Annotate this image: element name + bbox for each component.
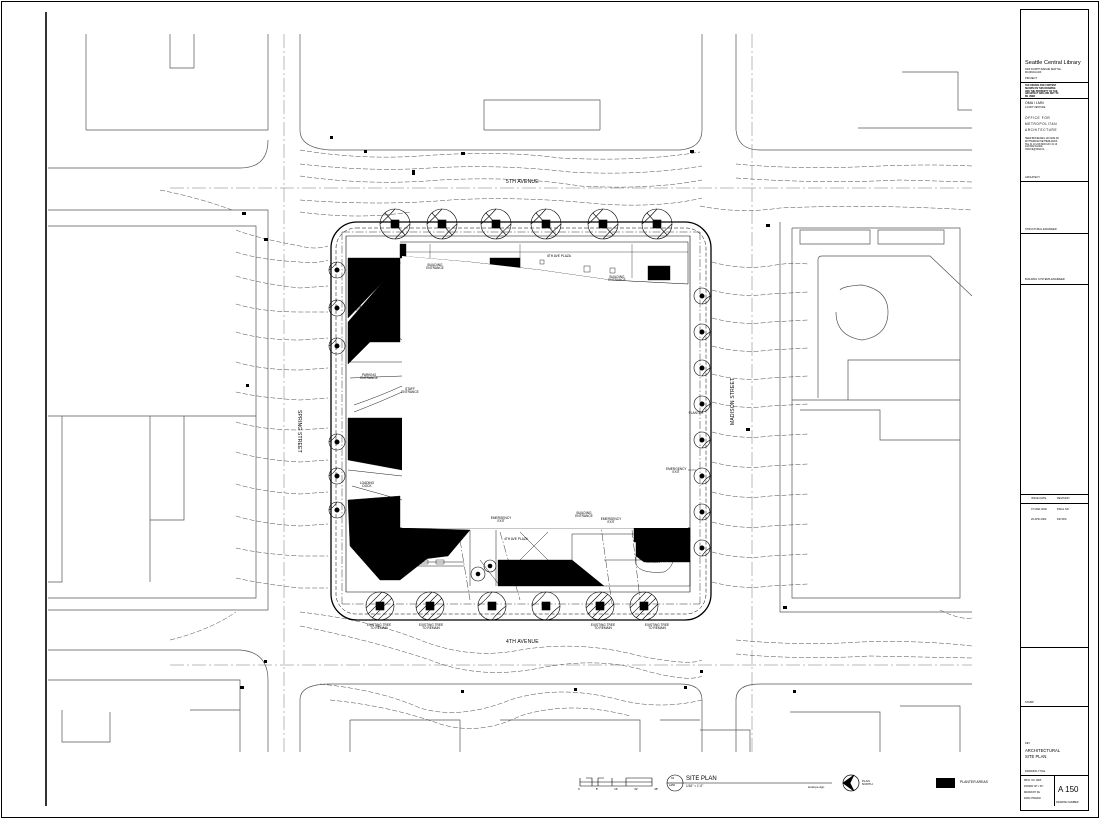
plan-north-label: PLAN NORTH [862,779,873,786]
street-trees [328,208,711,621]
callout-building-entrance-ne: BUILDING ENTRANCE [608,275,626,283]
callout-emergency-exit-east: EMERGENCY EXIT [666,467,687,475]
callout-existing-tree-1: EXISTING TREE TO REMAIN [366,623,392,631]
callout-parking-entrance: PARKING ENTRANCE [360,373,378,381]
firm-line-2: METROPOLITAN [1025,122,1058,126]
scale-tick: 0 [578,787,580,791]
title-block-divider [1021,181,1088,182]
meta-date: DATE 07MAR02 [1024,798,1041,800]
callout-childrens-garden: CHILDREN'S GARDEN [643,557,663,565]
scale-tick: 8' [595,787,598,791]
detail-bubble [666,774,832,792]
callout-loading-dock: LOADING DOCK [359,481,375,489]
title-block-divider [1021,647,1088,648]
firm-line-1: OFFICE FOR [1025,116,1051,120]
callout-emergency-exit-s1: EMERGENCY EXIT [490,516,512,524]
callout-existing-tree-3: EXISTING TREE TO REMAIN [590,623,616,631]
issue-revision: FINAL SD [1057,508,1069,511]
project-address: 1000 FOURTH AVENUE SEATTLE, WA 98104-110… [1025,69,1062,74]
building-footprint-outline [345,235,691,593]
spot-elevation-markers [240,136,796,693]
sheet-number: A 150 [1058,785,1079,794]
street-centerlines [170,34,972,752]
callout-building-entrance-south: BUILDING ENTRANCE [575,511,593,519]
planter-areas-label: PLANTER AREAS [960,780,988,784]
site-boundary-inner [335,227,707,615]
firm-short-name: OMA / LMN [1025,101,1044,105]
callout-emergency-exit-s2: EMERGENCY EXIT [600,517,622,525]
scale-bar [579,777,653,787]
street-label-5th-avenue: 5TH AVENUE [506,179,539,185]
firm-line-3: ARCHITECTURE [1025,128,1058,132]
callout-existing-tree-2: EXISTING TREE TO REMAIN [418,623,444,631]
revision-header: REVISION [1057,497,1070,500]
detail-sheet-ref: A150 [669,784,676,787]
client-notes: THE DESIGN AND CONTENT SHOWN ON THIS DRA… [1025,85,1059,99]
street-label-madison-street: MADISON STREET [730,377,736,425]
firm-subtitle: A JOINT VENTURE [1025,107,1046,109]
scale-tick: 32' [634,787,638,791]
plaza-symbols [419,259,616,565]
file-reference: lonknpe.dgn [808,785,825,789]
project-name: Seattle Central Library [1025,60,1081,66]
meta-drawn-by: DRAWN BY KE [1024,792,1040,794]
callout-reading-terrace: READING TERRACE [354,305,370,313]
architect-label: ARCHITECT [1025,176,1040,179]
drawing-number-label: DRAWING NUMBER [1056,801,1079,804]
scale-tick: 16' [614,787,618,791]
drawing-title-label: DRAWING TITLE [1025,770,1046,773]
stamp-label: STAMP [1025,701,1034,704]
north-arrow [842,774,860,792]
callout-planter: PLANTER [688,411,704,415]
callout-4th-ave-plaza: 4TH AVE PLAZA [504,537,528,541]
meta-project-number: PROJ. NO. 9905 [1024,780,1042,782]
meta-format: FORMAT 48" x 36" [1024,786,1044,788]
issue-revision: DD 50% [1057,518,1067,521]
sheet-number-divider [1054,775,1055,806]
title-block-divider [1021,503,1088,504]
title-block: Seattle Central Library 1000 FOURTH AVEN… [1020,9,1089,811]
project-label: PROJECT [1025,77,1038,80]
drawing-title-line-2: SITE PLAN [1025,754,1047,759]
title-block-divider [1021,494,1088,495]
key-label: KEY [1025,742,1031,745]
site-plan-scale: 1/16" = 1'-0" [686,784,704,788]
planter-legend-swatch [936,778,955,788]
structural-engineer-label: STRUCTURAL ENGINEER [1025,228,1057,231]
street-label-4th-avenue: 4TH AVENUE [506,639,539,645]
site-boundary [330,221,712,621]
issue-date: 26 APR 2002 [1031,518,1047,521]
planter-areas [347,243,691,587]
scale-tick: 48' [654,787,658,791]
title-block-divider [1021,98,1088,99]
site-plan-title: SITE PLAN [686,776,717,782]
title-block-divider [1021,706,1088,707]
drawing-title-line-1: ARCHITECTURAL [1025,748,1061,753]
title-block-divider [1021,82,1088,83]
city-blocks [48,34,973,752]
title-block-divider [1021,233,1088,234]
topo-contours [159,149,973,729]
firm-address: HEER BOKELWEG 149 3032 AD ROTTERDAM NETH… [1025,138,1059,152]
scale-bar-ticks: 0 8' 16' 32' 48' [578,788,658,791]
issue-date-header: ISSUE DATE [1031,497,1047,500]
callout-building-entrance-north: BUILDING ENTRANCE [426,263,444,271]
building-systems-label: BUILDING SYSTEMS ENGINEER [1025,278,1065,281]
issue-date: 07 MAR 2002 [1031,508,1047,511]
callout-5th-ave-plaza: 5TH AVE PLAZA [547,254,571,258]
callout-staff-entrance: STAFF ENTRANCE [401,387,419,395]
street-label-spring-street: SPRING STREET [296,410,302,453]
callout-existing-tree-4: EXISTING TREE TO REMAIN [644,623,670,631]
building-interior [402,256,688,528]
detail-number: 01 [671,776,675,780]
title-block-divider [1021,284,1088,285]
